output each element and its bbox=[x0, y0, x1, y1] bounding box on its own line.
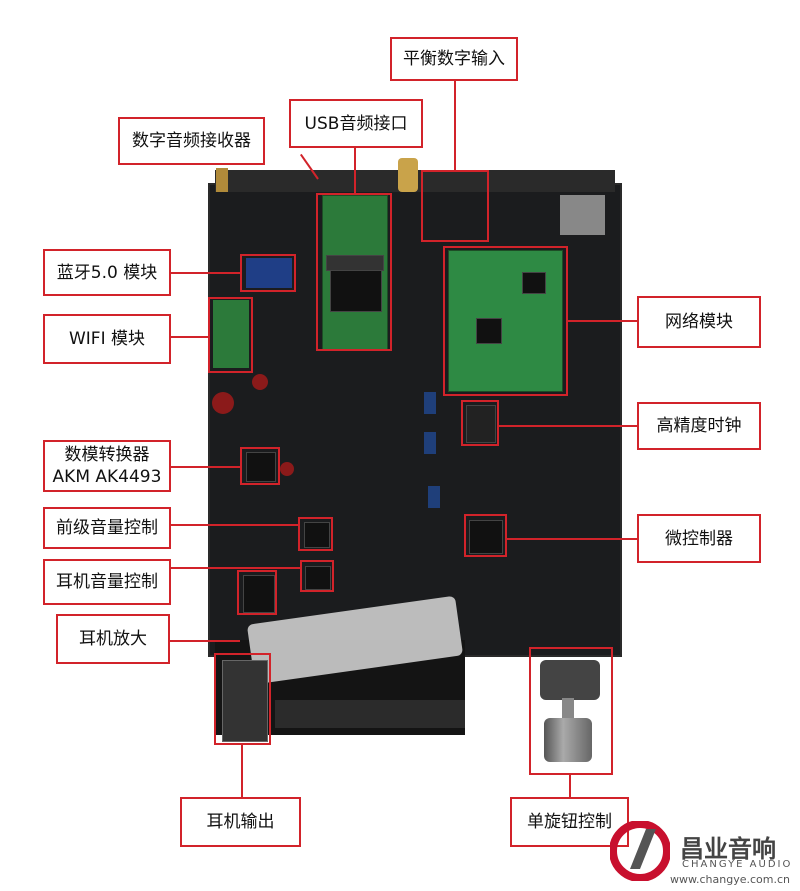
label-wifi-module: WIFI 模块 bbox=[43, 314, 171, 364]
highlight-preamp-volume bbox=[298, 517, 333, 551]
label-dac-line2: AKM AK4493 bbox=[52, 467, 162, 487]
microcontroller-chip bbox=[469, 520, 503, 554]
leader-line bbox=[170, 336, 210, 338]
highlight-bluetooth bbox=[240, 254, 296, 292]
leader-line bbox=[170, 640, 240, 642]
leader-line bbox=[354, 147, 356, 195]
label-bluetooth-module: 蓝牙5.0 模块 bbox=[43, 249, 171, 296]
label-balanced-digital-input: 平衡数字输入 bbox=[390, 37, 518, 81]
highlight-microcontroller bbox=[464, 514, 507, 557]
display-strip bbox=[275, 700, 465, 728]
film-capacitor bbox=[424, 392, 436, 414]
label-high-precision-clock: 高精度时钟 bbox=[637, 402, 761, 450]
antenna-connector bbox=[216, 168, 228, 192]
network-module-chip-2 bbox=[522, 272, 546, 294]
highlight-clock bbox=[461, 400, 499, 446]
bluetooth-module-board bbox=[246, 258, 292, 288]
knob-shaft bbox=[562, 698, 574, 718]
leader-line bbox=[241, 745, 243, 798]
label-digital-audio-receiver: 数字音频接收器 bbox=[118, 117, 265, 165]
knob bbox=[544, 718, 592, 762]
network-module-chip bbox=[476, 318, 502, 344]
label-dac: 数模转换器 AKM AK4493 bbox=[43, 440, 171, 492]
headphone-amp-chip bbox=[243, 575, 275, 613]
leader-line bbox=[170, 466, 242, 468]
label-preamp-volume: 前级音量控制 bbox=[43, 507, 171, 549]
label-headphone-output: 耳机输出 bbox=[180, 797, 301, 847]
ethernet-jack bbox=[560, 195, 605, 235]
label-usb-audio-interface: USB音频接口 bbox=[289, 99, 423, 148]
leader-line bbox=[170, 272, 242, 274]
brand-logo-mark bbox=[610, 821, 670, 881]
highlight-dac bbox=[240, 447, 280, 485]
brand-url: www.changye.com.cn bbox=[670, 873, 790, 886]
highlight-knob bbox=[529, 647, 613, 775]
highlight-headphone-amp bbox=[237, 570, 277, 615]
film-capacitor bbox=[424, 432, 436, 454]
wifi-module-board bbox=[213, 300, 249, 368]
highlight-headphone-volume bbox=[300, 560, 334, 592]
capacitor bbox=[212, 392, 234, 414]
label-microcontroller: 微控制器 bbox=[637, 514, 761, 563]
leader-line bbox=[170, 567, 301, 569]
highlight-wifi bbox=[208, 297, 253, 373]
brand-name-cn: 昌业音响 bbox=[680, 835, 776, 863]
leader-line bbox=[170, 524, 300, 526]
leader-line bbox=[454, 80, 456, 172]
highlight-usb bbox=[316, 193, 392, 351]
dac-chip bbox=[246, 452, 276, 482]
headphone-volume-chip bbox=[305, 566, 331, 590]
encoder-body bbox=[540, 660, 600, 700]
highlight-balanced-input bbox=[421, 170, 489, 242]
film-capacitor bbox=[428, 486, 440, 508]
leader-line bbox=[567, 320, 637, 322]
highlight-headphone-output bbox=[214, 653, 271, 745]
label-single-knob-control: 单旋钮控制 bbox=[510, 797, 629, 847]
headphone-jacks bbox=[222, 660, 268, 742]
usb-module-display bbox=[326, 255, 384, 271]
label-headphone-amp: 耳机放大 bbox=[56, 614, 170, 664]
label-network-module: 网络模块 bbox=[637, 296, 761, 348]
capacitor bbox=[252, 374, 268, 390]
rca-connector bbox=[398, 158, 418, 192]
brand-name-en: CHANGYE AUDIO bbox=[682, 859, 793, 870]
label-headphone-volume: 耳机音量控制 bbox=[43, 559, 171, 605]
preamp-volume-chip bbox=[304, 522, 330, 548]
capacitor bbox=[280, 462, 294, 476]
brand-logo: 昌业音响 CHANGYE AUDIO www.changye.com.cn bbox=[610, 815, 800, 891]
leader-line bbox=[569, 775, 571, 798]
leader-line bbox=[498, 425, 638, 427]
label-dac-line1: 数模转换器 bbox=[64, 445, 150, 465]
clock-chip bbox=[466, 405, 496, 443]
leader-line bbox=[506, 538, 638, 540]
highlight-network bbox=[443, 246, 568, 396]
